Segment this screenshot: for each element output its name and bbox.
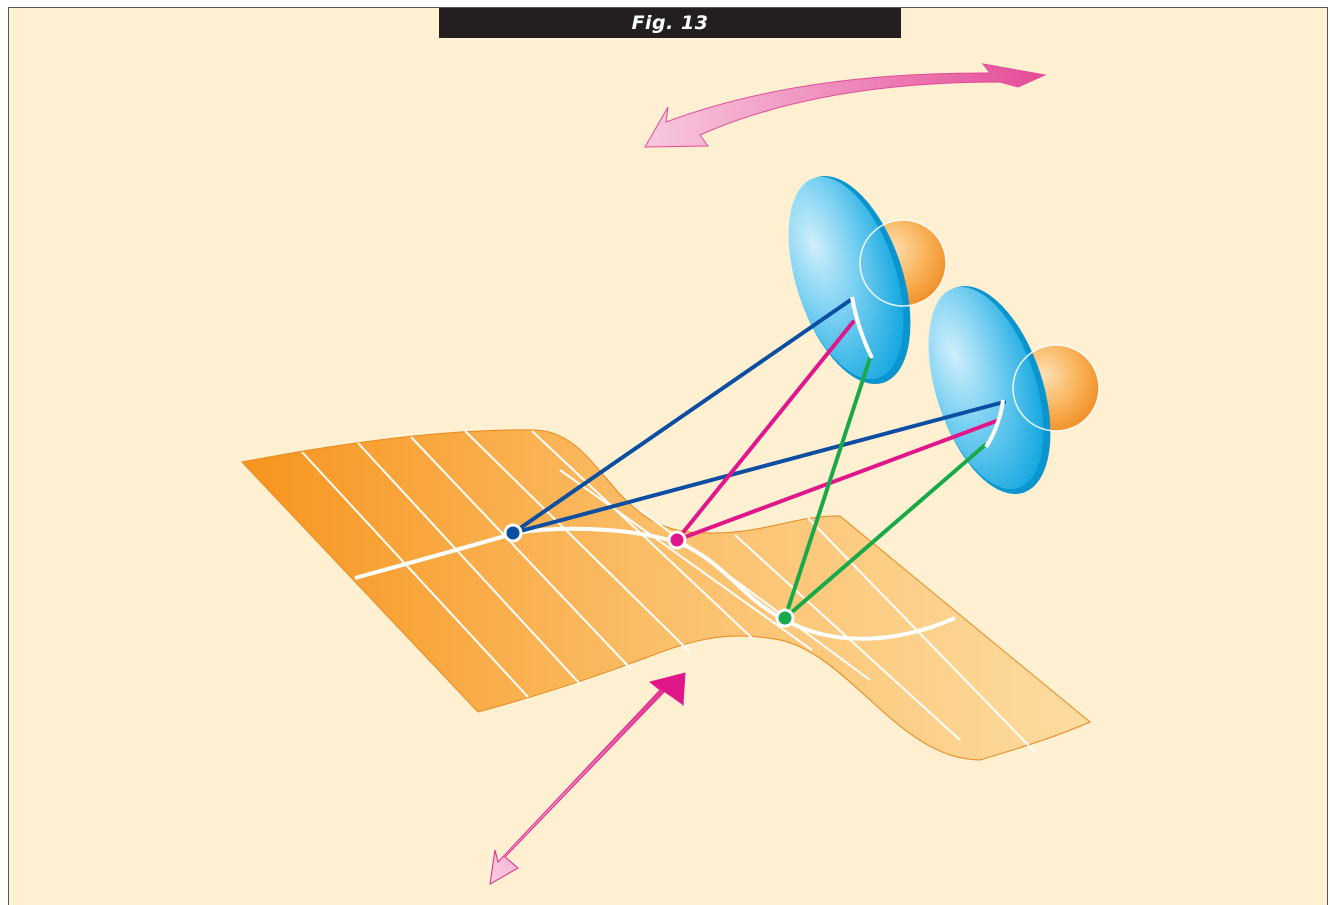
eye-icon — [928, 285, 1100, 495]
depth-arrow-icon — [489, 672, 686, 885]
ray-green-eye1 — [783, 356, 872, 620]
ray-magenta-eye1 — [675, 320, 855, 542]
figure-frame — [8, 7, 1328, 905]
surface-point-magenta — [667, 530, 687, 550]
rotation-arrow-icon — [644, 63, 1047, 148]
figure-title-bar: Fig. 13 — [439, 8, 901, 38]
ray-blue-eye2 — [511, 400, 1006, 535]
ray-magenta-eye2 — [675, 418, 1001, 542]
eye-icon — [788, 175, 947, 385]
curved-surface — [241, 429, 1091, 761]
surface-point-green — [775, 608, 795, 628]
surface-point-blue — [503, 523, 523, 543]
retina-image-1 — [850, 296, 874, 359]
sight-rays — [511, 297, 1006, 620]
retina-image-2 — [984, 399, 1005, 449]
ray-green-eye2 — [783, 443, 987, 620]
figure-title: Fig. 13 — [631, 12, 709, 34]
ray-blue-eye1 — [511, 297, 854, 535]
surface-path-curve — [354, 526, 956, 641]
